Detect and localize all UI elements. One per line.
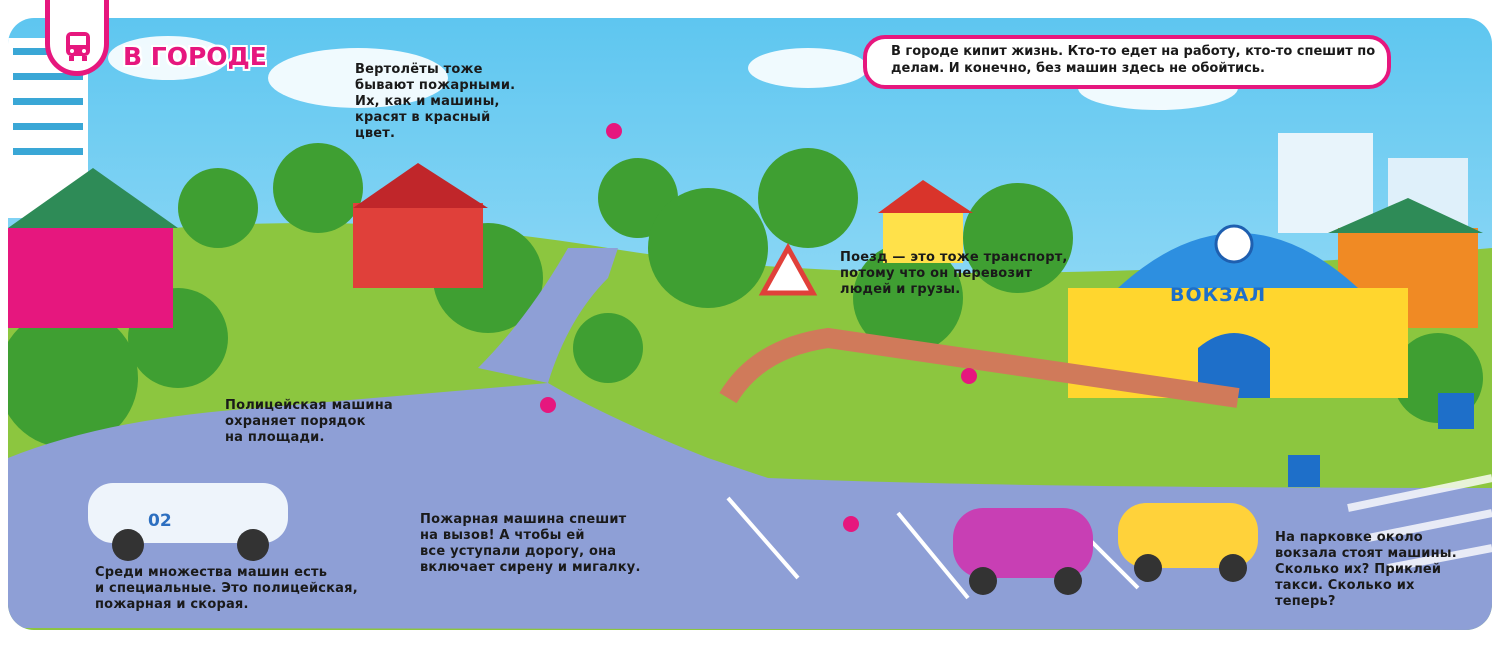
city-illustration [8, 18, 1492, 630]
caption-helicopters: Вертолёты тоже бывают пожарными. Их, как… [355, 62, 516, 141]
station-sign: ВОКЗАЛ [1170, 284, 1267, 306]
caption-police: Полицейская машина охраняет порядок на п… [225, 398, 393, 445]
sticker-spot[interactable] [843, 516, 859, 532]
sticker-spot[interactable] [606, 123, 622, 139]
police-car-number: 02 [148, 511, 172, 531]
sticker-spot[interactable] [961, 368, 977, 384]
intro-text: В городе кипит жизнь. Кто-то едет на раб… [863, 35, 1391, 89]
caption-fire-truck: Пожарная машина спешит на вызов! А чтобы… [420, 512, 641, 575]
caption-train: Поезд — это тоже транспорт, потому что о… [840, 250, 1068, 297]
caption-special: Среди множества машин есть и специальные… [95, 565, 358, 612]
bus-icon [66, 32, 90, 61]
caption-parking: На парковке около вокзала стоят машины. … [1275, 530, 1457, 609]
sticker-spot[interactable] [540, 397, 556, 413]
page-title: В ГОРОДЕ [123, 42, 267, 71]
section-tab [45, 0, 109, 76]
